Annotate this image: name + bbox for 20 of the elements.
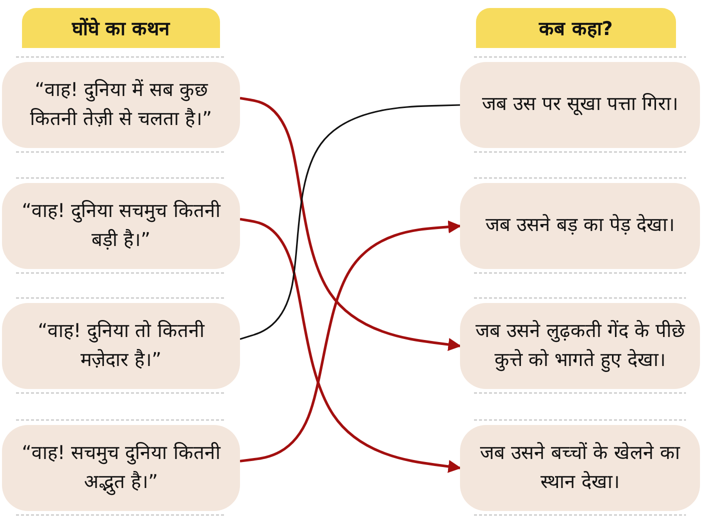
card-text: “वाह! सचमुच दुनिया कितनी अद्भुत है।” <box>16 438 226 498</box>
card-text: “वाह! दुनिया में सब कुछ कितनी तेज़ी से चलता है।” <box>28 78 213 132</box>
statement-card <box>460 183 700 269</box>
statement-card <box>2 303 240 389</box>
card-text: जब उसने लुढ़कती गेंद के पीछे कुत्ते को भागते हुए देखा। <box>474 318 686 374</box>
statement-card <box>460 303 700 389</box>
card-text: जब उसने बच्चों के खेलने का स्थान देखा। <box>478 440 682 495</box>
card-text: कब कहा? <box>539 17 613 41</box>
card-text: जब उसने बड़ का पेड़ देखा। <box>485 213 675 238</box>
statement-card <box>2 62 240 148</box>
column-header <box>22 8 220 48</box>
card-text: घोंघे का कथन <box>72 16 170 41</box>
statement-card <box>460 425 700 511</box>
statement-card <box>2 425 240 511</box>
card-text: जब उस पर सूखा पत्ता गिरा। <box>482 92 678 118</box>
card-text: “वाह! दुनिया सचमुच कितनी बड़ी है।” <box>20 198 222 253</box>
statement-card <box>2 183 240 269</box>
column-header <box>476 8 676 48</box>
statement-card <box>460 62 700 148</box>
card-text: “वाह! दुनिया तो कितनी मज़ेदार है।” <box>36 318 206 373</box>
